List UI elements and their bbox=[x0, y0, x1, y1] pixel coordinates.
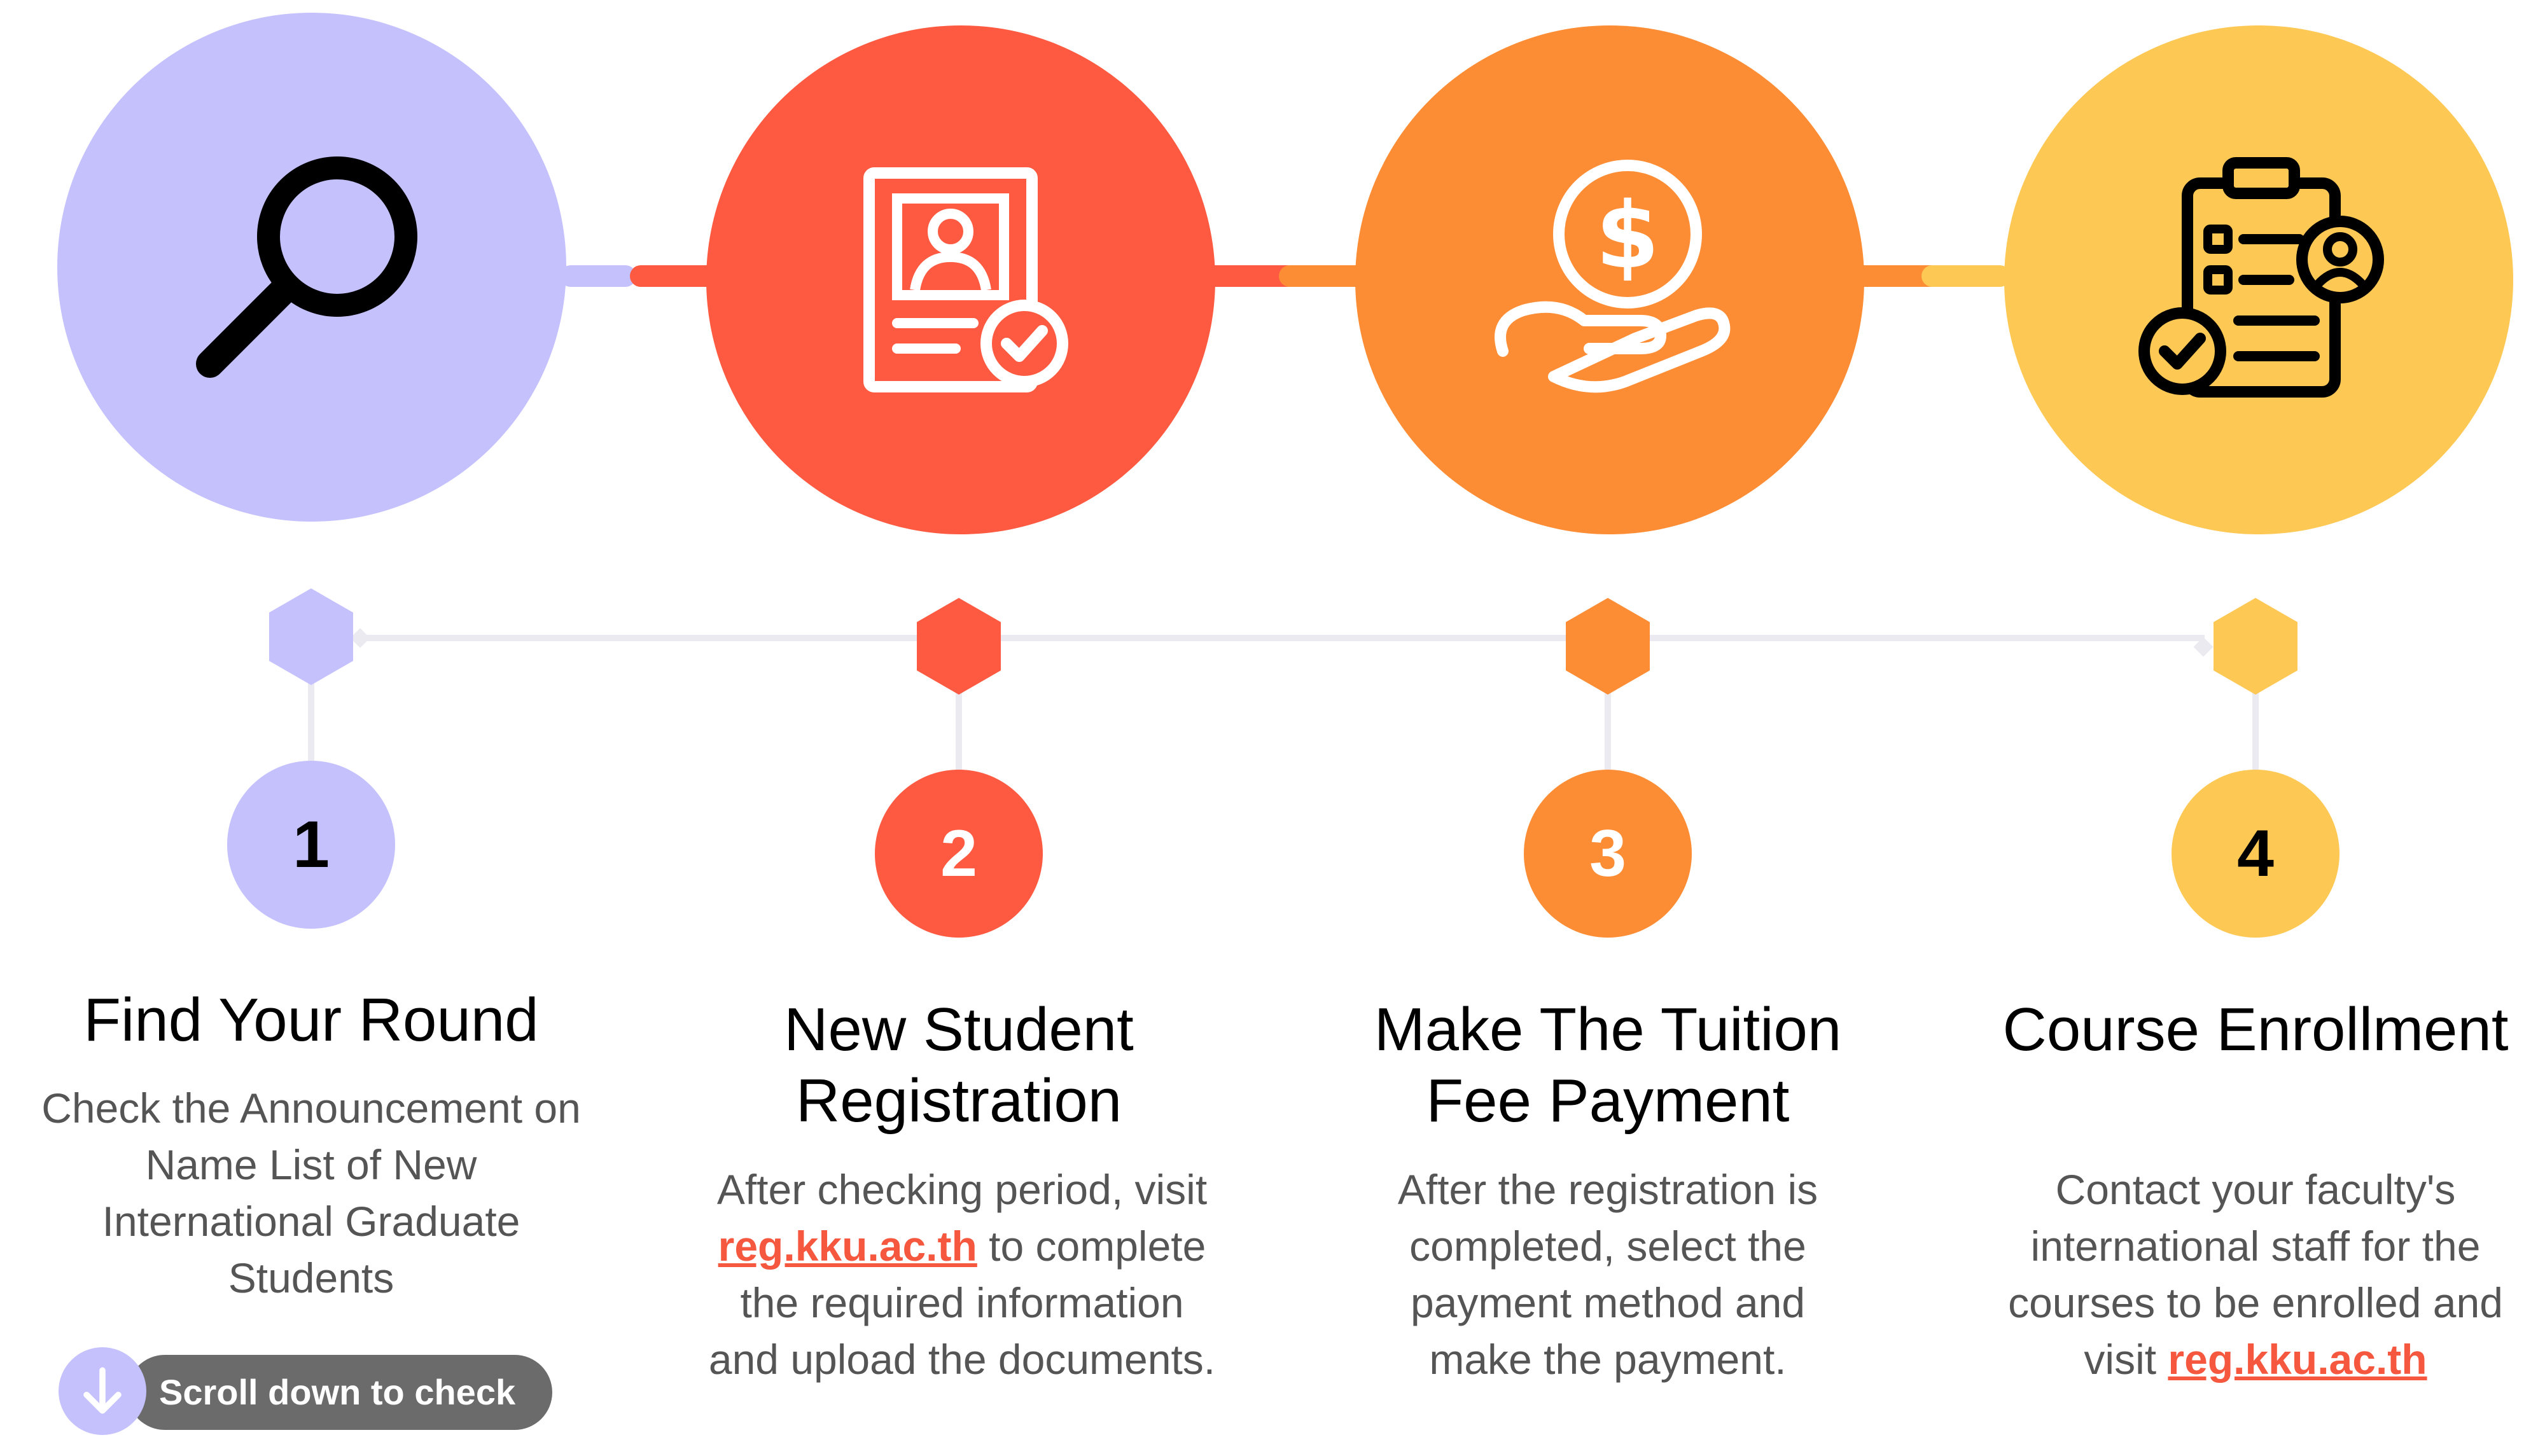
step-3-number: 3 bbox=[1524, 770, 1692, 938]
scroll-down-icon-button[interactable] bbox=[59, 1347, 146, 1435]
step-3-vertical-line bbox=[1605, 687, 1611, 776]
step-3-title: Make The Tuition Fee Payment bbox=[1374, 995, 1842, 1135]
step-4-vertical-line bbox=[2252, 687, 2259, 776]
step-2-hexagon bbox=[917, 598, 1001, 695]
step-4-description-before: Contact your faculty's international sta… bbox=[2008, 1166, 2503, 1383]
step-1-description: Check the Announcement on Name List of N… bbox=[41, 1085, 581, 1301]
step-1-icon-circle bbox=[57, 13, 566, 522]
connector-1-2-right bbox=[630, 265, 719, 287]
step-4-registration-link[interactable]: reg.kku.ac.th bbox=[2168, 1336, 2427, 1383]
step-2-registration-link[interactable]: reg.kku.ac.th bbox=[718, 1223, 977, 1270]
step-2-icon-circle bbox=[706, 25, 1215, 534]
step-4-number-text: 4 bbox=[2237, 816, 2274, 891]
step-4-number: 4 bbox=[2172, 770, 2339, 938]
step-4-title: Course Enrollment bbox=[2002, 995, 2509, 1064]
step-3-number-text: 3 bbox=[1589, 816, 1626, 891]
step-2-vertical-line bbox=[956, 687, 962, 776]
clipboard-checklist-user-icon bbox=[2138, 157, 2384, 398]
magnifying-glass-icon bbox=[196, 156, 417, 378]
step-1-title: Find Your Round bbox=[83, 986, 539, 1054]
step-1-hexagon bbox=[269, 588, 353, 685]
step-4-icon-circle bbox=[2004, 25, 2513, 534]
step-2-number-text: 2 bbox=[940, 816, 977, 891]
id-document-check-icon bbox=[863, 167, 1068, 392]
hand-holding-dollar-coin-icon: $ bbox=[1495, 160, 1731, 393]
scroll-down-label: Scroll down to check bbox=[159, 1372, 516, 1412]
arrow-down-icon bbox=[83, 1367, 122, 1414]
step-4-description: Contact your faculty's international sta… bbox=[1991, 1161, 2520, 1388]
step-1-vertical-line bbox=[308, 674, 314, 770]
step-1-number: 1 bbox=[227, 761, 395, 929]
step-2-title: New Student Registration bbox=[784, 995, 1134, 1135]
step-2-description: After checking period, visit reg.kku.ac.… bbox=[708, 1161, 1217, 1388]
connector-2-3-right bbox=[1279, 265, 1368, 287]
connector-1-2 bbox=[560, 265, 636, 287]
step-4-hexagon bbox=[2214, 598, 2297, 695]
timeline-line bbox=[359, 635, 2205, 641]
timeline-start-dot bbox=[350, 628, 370, 648]
step-2-number: 2 bbox=[875, 770, 1043, 938]
step-3-hexagon bbox=[1566, 598, 1650, 695]
step-3-icon-circle: $ bbox=[1355, 25, 1864, 534]
step-3-description: After the registration is completed, sel… bbox=[1397, 1166, 1818, 1383]
step-2-description-after: to complete the required information and… bbox=[708, 1223, 1216, 1383]
connector-3-4-right bbox=[1921, 265, 2011, 287]
step-2-description-before: After checking period, visit bbox=[716, 1166, 1208, 1213]
step-1-number-text: 1 bbox=[293, 807, 330, 882]
scroll-down-button[interactable]: Scroll down to check bbox=[127, 1355, 552, 1430]
svg-text:$: $ bbox=[1596, 182, 1659, 289]
